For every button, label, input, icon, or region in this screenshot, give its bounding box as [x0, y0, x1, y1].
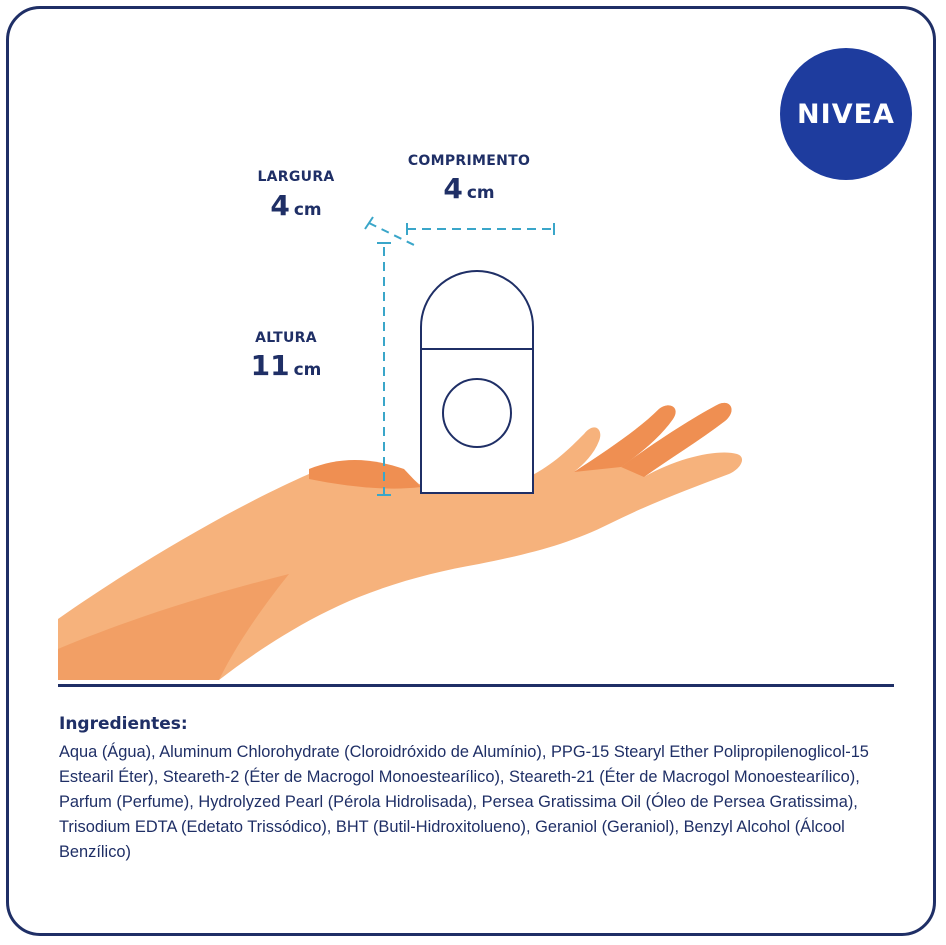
- width-number: 4: [270, 189, 290, 222]
- arm-lower-shadow: [58, 574, 289, 680]
- hand-holding-deodorant-illustration: [58, 216, 743, 680]
- ingredients-text: Aqua (Água), Aluminum Chlorohydrate (Clo…: [59, 743, 869, 861]
- length-number: 4: [443, 172, 463, 205]
- length-label: COMPRIMENTO: [407, 153, 531, 169]
- height-label: ALTURA: [255, 330, 317, 346]
- finger-highlight: [621, 402, 732, 477]
- length-dimension-line: [406, 223, 555, 235]
- height-unit: cm: [293, 360, 322, 380]
- section-divider: [58, 684, 894, 687]
- palm-shadow: [309, 460, 421, 489]
- length-unit: cm: [466, 183, 495, 203]
- nivea-logo: NIVEA: [780, 48, 912, 180]
- thumb-highlight: [574, 405, 676, 472]
- height-dimension-line: [377, 242, 391, 496]
- height-number: 11: [250, 349, 290, 382]
- width-unit: cm: [293, 200, 322, 220]
- width-label: LARGURA: [257, 169, 335, 185]
- width-dimension-line: [364, 216, 415, 246]
- ingredients-title: Ingredientes:: [59, 714, 188, 734]
- deodorant-bottle: [420, 270, 534, 494]
